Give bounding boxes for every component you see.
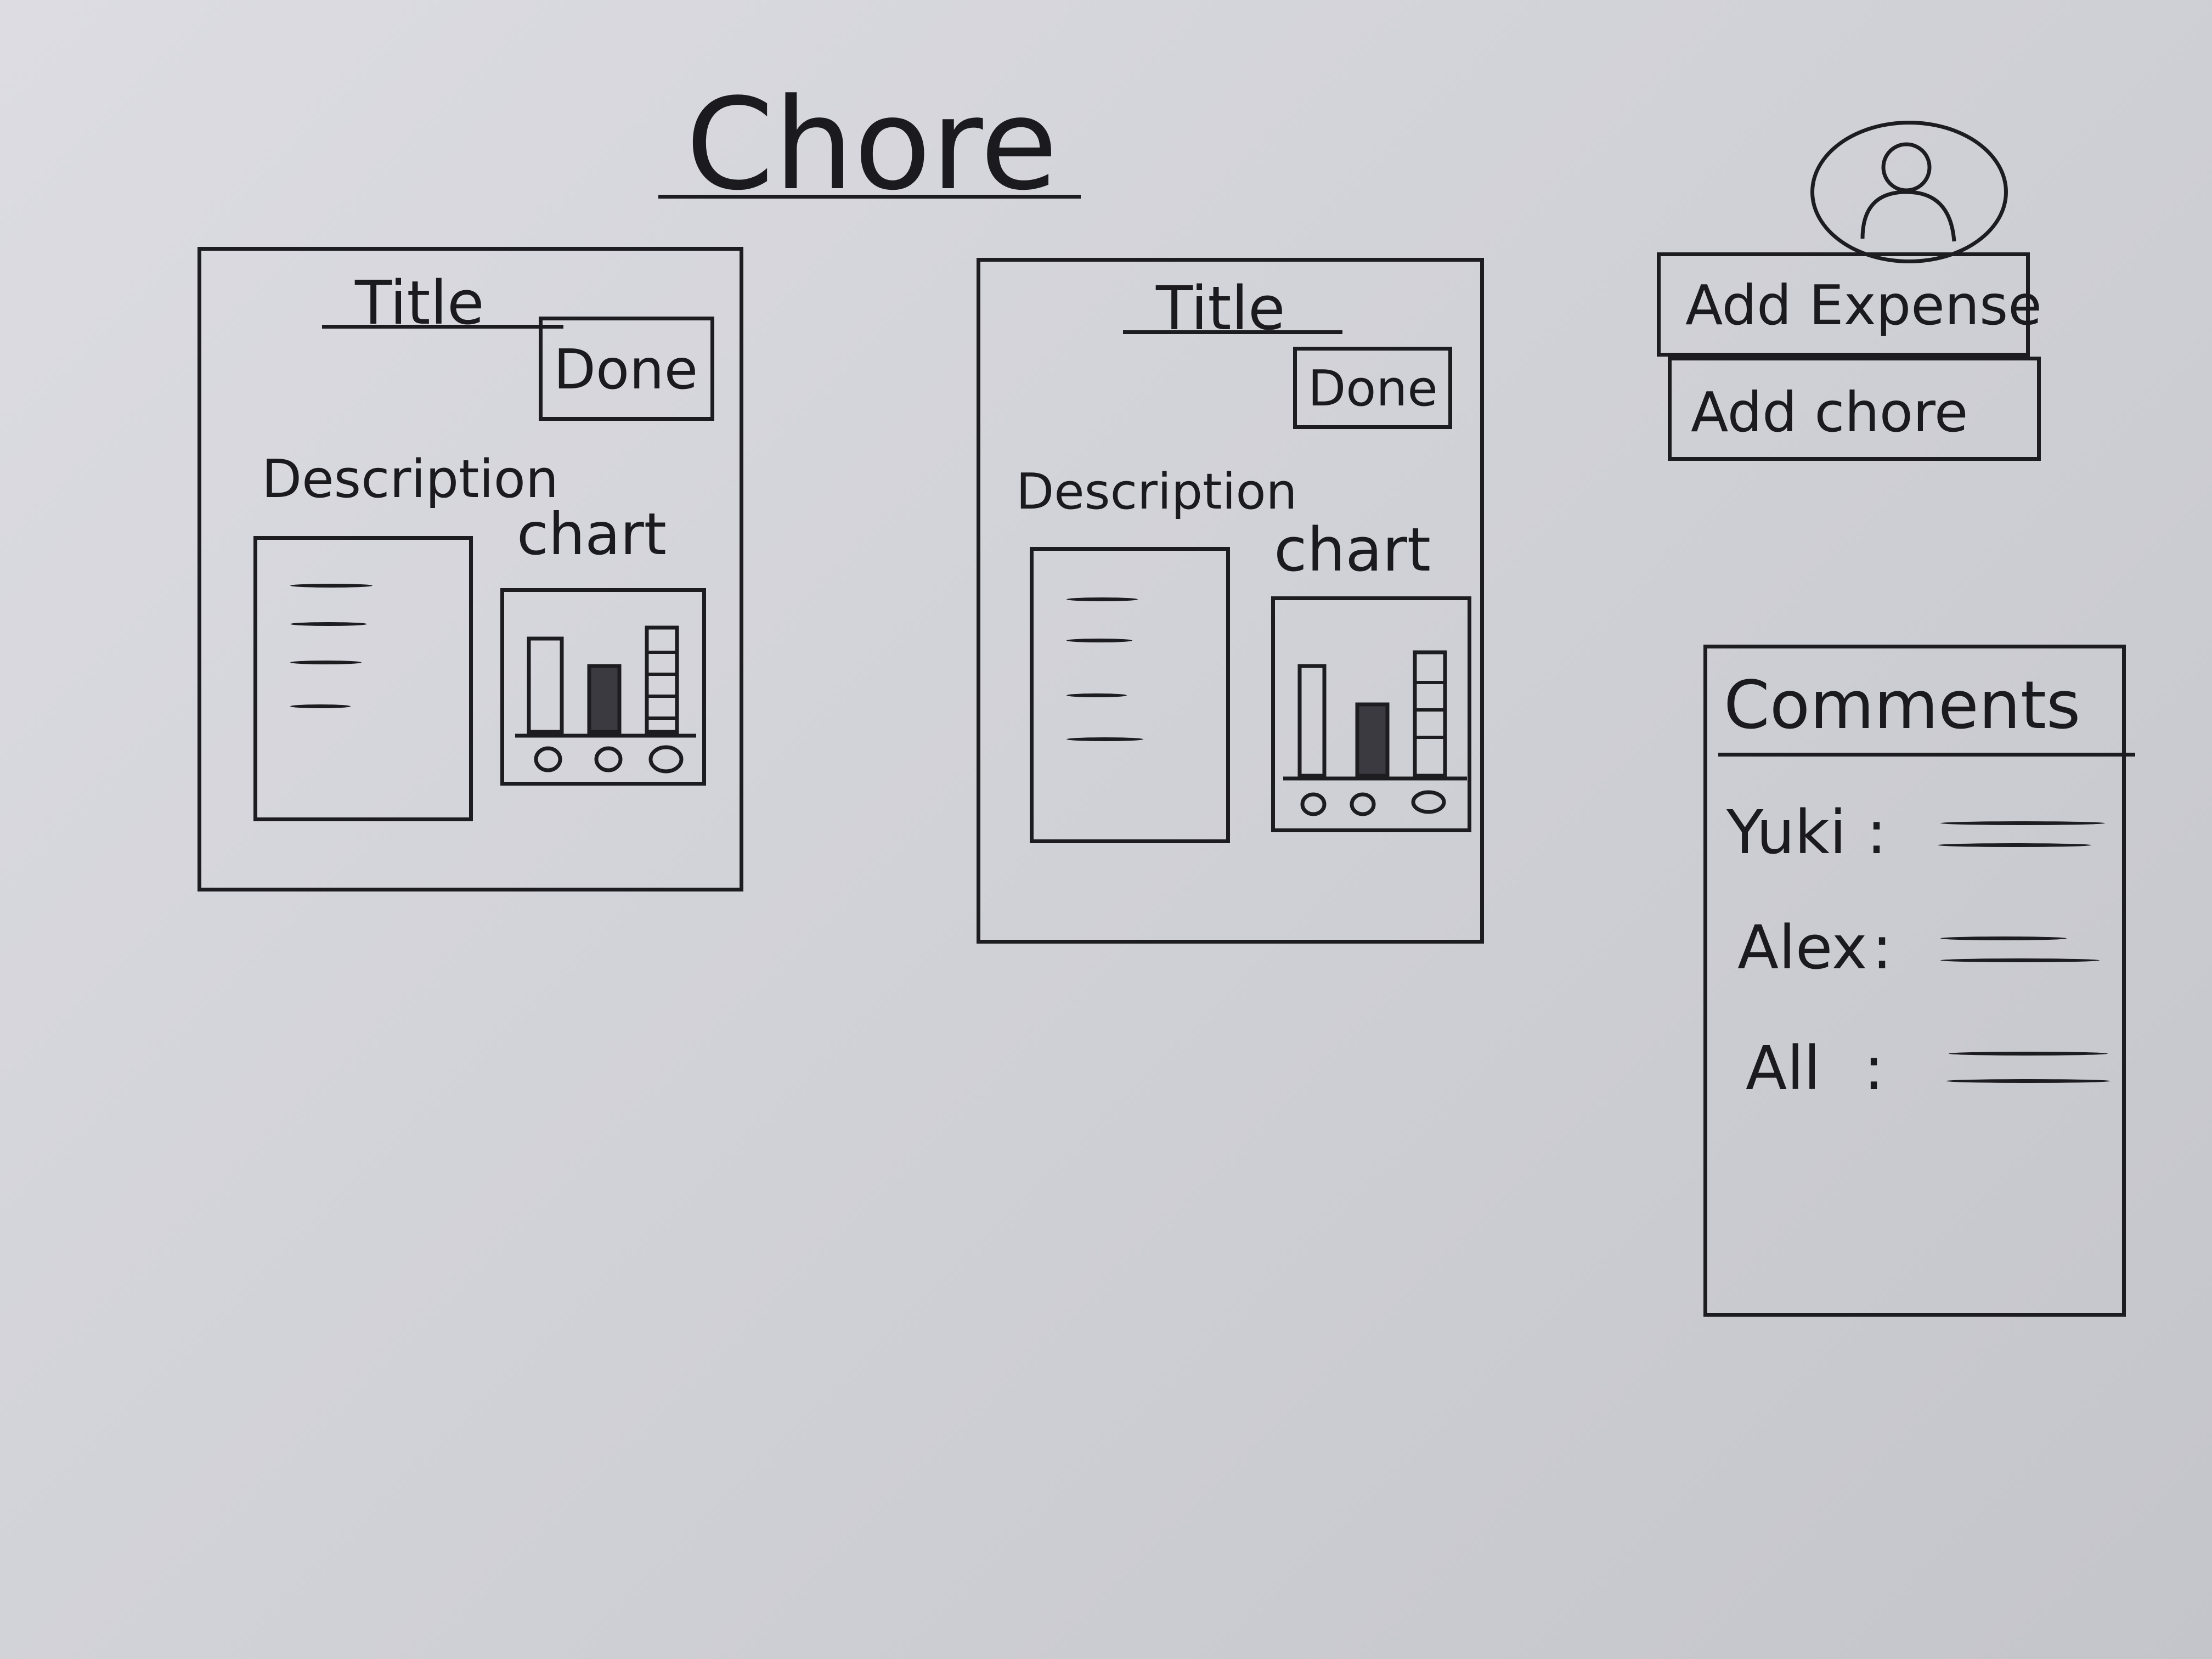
comment-text-line — [1949, 1052, 2108, 1056]
add-expense-label: Add Expense — [1685, 273, 2042, 337]
description-box — [253, 536, 473, 821]
chart-label: chart — [1274, 515, 1431, 585]
chart-placeholder — [1271, 596, 1471, 832]
chart-bar — [1297, 664, 1327, 778]
description-label: Description — [1016, 463, 1297, 521]
comment-item[interactable]: Alex : — [1737, 917, 2132, 1000]
description-text-line — [290, 704, 351, 708]
page-title: Chore — [686, 72, 1058, 218]
chart-dot — [1300, 792, 1327, 816]
chore-card: Title Done Description chart — [198, 247, 743, 891]
add-expense-button[interactable]: Add Expense — [1657, 252, 2042, 357]
description-text-line — [1066, 639, 1132, 642]
comment-text-line — [1938, 843, 2091, 847]
comment-text-line — [1940, 821, 2105, 825]
description-label: Description — [262, 449, 559, 510]
chart-dot — [594, 746, 623, 772]
description-text-line — [1066, 693, 1127, 697]
chart-dot — [534, 746, 562, 772]
done-label: Done — [554, 337, 698, 402]
comment-text-line — [1946, 1079, 2111, 1083]
bar-chart-icon — [515, 625, 696, 774]
user-icon — [1860, 142, 1956, 242]
done-button[interactable]: Done — [1293, 347, 1452, 429]
done-button[interactable]: Done — [539, 317, 714, 421]
add-chore-label: Add chore — [1691, 380, 1968, 444]
description-text-line — [1066, 597, 1138, 601]
chart-bar — [645, 625, 679, 734]
page-title-underline — [658, 195, 1081, 199]
card-title-underline — [322, 325, 563, 329]
description-text-line — [290, 622, 367, 626]
comment-text-line — [1940, 936, 2067, 940]
card-title: Title — [355, 268, 484, 338]
chore-card: Title Done Description chart — [977, 258, 1484, 944]
description-text-line — [1066, 737, 1143, 741]
chart-dot — [1411, 790, 1446, 814]
bar-chart-icon — [1283, 650, 1467, 816]
chart-dot — [1350, 792, 1376, 816]
comments-header-divider — [1718, 753, 2135, 757]
chart-placeholder — [500, 588, 706, 786]
chart-dot — [648, 745, 684, 774]
comment-text-line — [1940, 958, 2100, 962]
chart-bar — [527, 636, 564, 734]
done-label: Done — [1308, 360, 1438, 417]
comment-separator: : — [1872, 912, 1893, 983]
comment-author: Yuki — [1726, 797, 1847, 867]
comment-item[interactable]: All : — [1746, 1038, 2141, 1120]
chart-bar — [1413, 650, 1447, 778]
chart-label: chart — [517, 501, 667, 568]
comments-header: Comments — [1724, 668, 2081, 744]
add-chore-button[interactable]: Add chore — [1668, 357, 2041, 461]
comment-separator: : — [1866, 797, 1887, 867]
comment-separator: : — [1864, 1033, 1884, 1103]
avatar[interactable] — [1810, 121, 2008, 263]
comments-panel: Comments Yuki : Alex : All : — [1703, 645, 2135, 1317]
comment-item[interactable]: Yuki : — [1726, 802, 2121, 884]
comment-author: Alex — [1737, 912, 1867, 983]
description-text-line — [290, 584, 373, 588]
chart-bar — [587, 664, 622, 734]
card-title-underline — [1123, 330, 1342, 334]
description-box — [1030, 547, 1230, 843]
description-text-line — [290, 661, 362, 664]
comment-author: All — [1746, 1033, 1821, 1103]
card-title: Title — [1156, 273, 1285, 343]
chart-bar — [1355, 702, 1390, 778]
